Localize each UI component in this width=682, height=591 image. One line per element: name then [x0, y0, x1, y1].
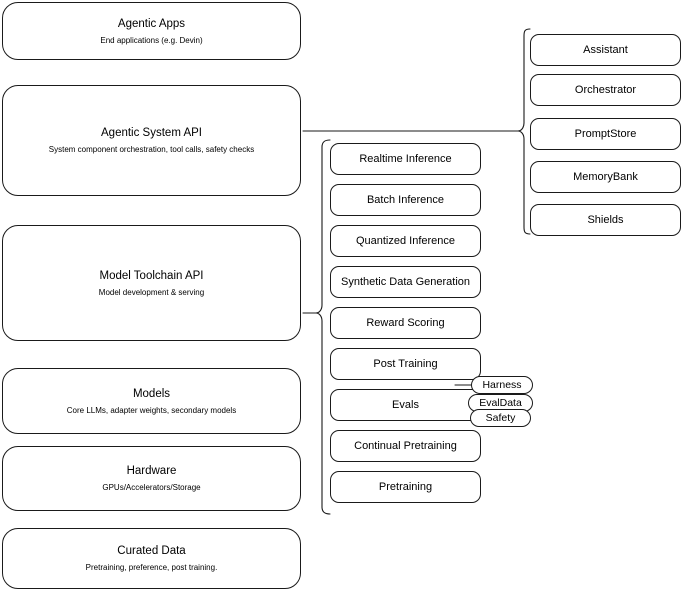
layer-subtitle: Model development & serving: [98, 287, 205, 297]
item-label: Orchestrator: [574, 83, 637, 96]
item-label: Post Training: [373, 357, 438, 370]
layer-subtitle: System component orchestration, tool cal…: [48, 145, 255, 154]
item-label: Realtime Inference: [359, 152, 452, 165]
toolchain-item-evals[interactable]: Evals: [330, 389, 481, 421]
eval-tag-harness[interactable]: Harness: [471, 376, 533, 394]
layer-model-toolchain-api[interactable]: Model Toolchain API Model development & …: [2, 225, 301, 341]
item-label: Quantized Inference: [355, 234, 456, 247]
layer-subtitle: Core LLMs, adapter weights, secondary mo…: [66, 405, 237, 415]
layer-models[interactable]: Models Core LLMs, adapter weights, secon…: [2, 368, 301, 434]
toolchain-item-batch-inference[interactable]: Batch Inference: [330, 184, 481, 216]
layer-title: Models: [132, 387, 171, 400]
agentic-item-promptstore[interactable]: PromptStore: [530, 118, 681, 150]
layer-title: Hardware: [126, 465, 177, 477]
layer-agentic-apps[interactable]: Agentic Apps End applications (e.g. Devi…: [2, 2, 301, 60]
layer-title: Agentic System API: [101, 127, 202, 139]
layer-curated-data[interactable]: Curated Data Pretraining, preference, po…: [2, 528, 301, 589]
layer-hardware[interactable]: Hardware GPUs/Accelerators/Storage: [2, 446, 301, 511]
tag-label: EvalData: [479, 396, 522, 409]
item-label: Batch Inference: [366, 193, 445, 206]
layer-subtitle: Pretraining, preference, post training.: [85, 563, 218, 572]
toolchain-item-synthetic-data-generation[interactable]: Synthetic Data Generation: [330, 266, 481, 298]
eval-tag-safety[interactable]: Safety: [470, 409, 531, 427]
tag-label: Harness: [482, 378, 522, 391]
agentic-item-shields[interactable]: Shields: [530, 204, 681, 236]
item-label: Shields: [587, 213, 624, 226]
item-label: Synthetic Data Generation: [340, 275, 471, 288]
item-label: Continual Pretraining: [354, 439, 457, 452]
toolchain-item-continual-pretraining[interactable]: Continual Pretraining: [330, 430, 481, 462]
agentic-item-memorybank[interactable]: MemoryBank: [530, 161, 681, 193]
tag-label: Safety: [485, 411, 516, 424]
item-label: MemoryBank: [573, 170, 638, 183]
agentic-item-orchestrator[interactable]: Orchestrator: [530, 74, 681, 106]
item-label: Pretraining: [378, 480, 433, 493]
item-label: PromptStore: [574, 127, 637, 140]
toolchain-item-quantized-inference[interactable]: Quantized Inference: [330, 225, 481, 257]
toolchain-item-pretraining[interactable]: Pretraining: [330, 471, 481, 503]
toolchain-item-reward-scoring[interactable]: Reward Scoring: [330, 307, 481, 339]
toolchain-item-post-training[interactable]: Post Training: [330, 348, 481, 380]
layer-subtitle: GPUs/Accelerators/Storage: [102, 483, 201, 492]
item-label: Assistant: [583, 43, 628, 56]
item-label: Evals: [392, 398, 419, 411]
layer-subtitle: End applications (e.g. Devin): [100, 35, 203, 45]
toolchain-item-realtime-inference[interactable]: Realtime Inference: [330, 143, 481, 175]
layer-title: Agentic Apps: [117, 17, 186, 30]
layer-title: Model Toolchain API: [99, 269, 204, 282]
item-label: Reward Scoring: [366, 316, 445, 329]
agentic-item-assistant[interactable]: Assistant: [530, 34, 681, 66]
layer-agentic-system-api[interactable]: Agentic System API System component orch…: [2, 85, 301, 196]
layer-title: Curated Data: [117, 545, 186, 557]
